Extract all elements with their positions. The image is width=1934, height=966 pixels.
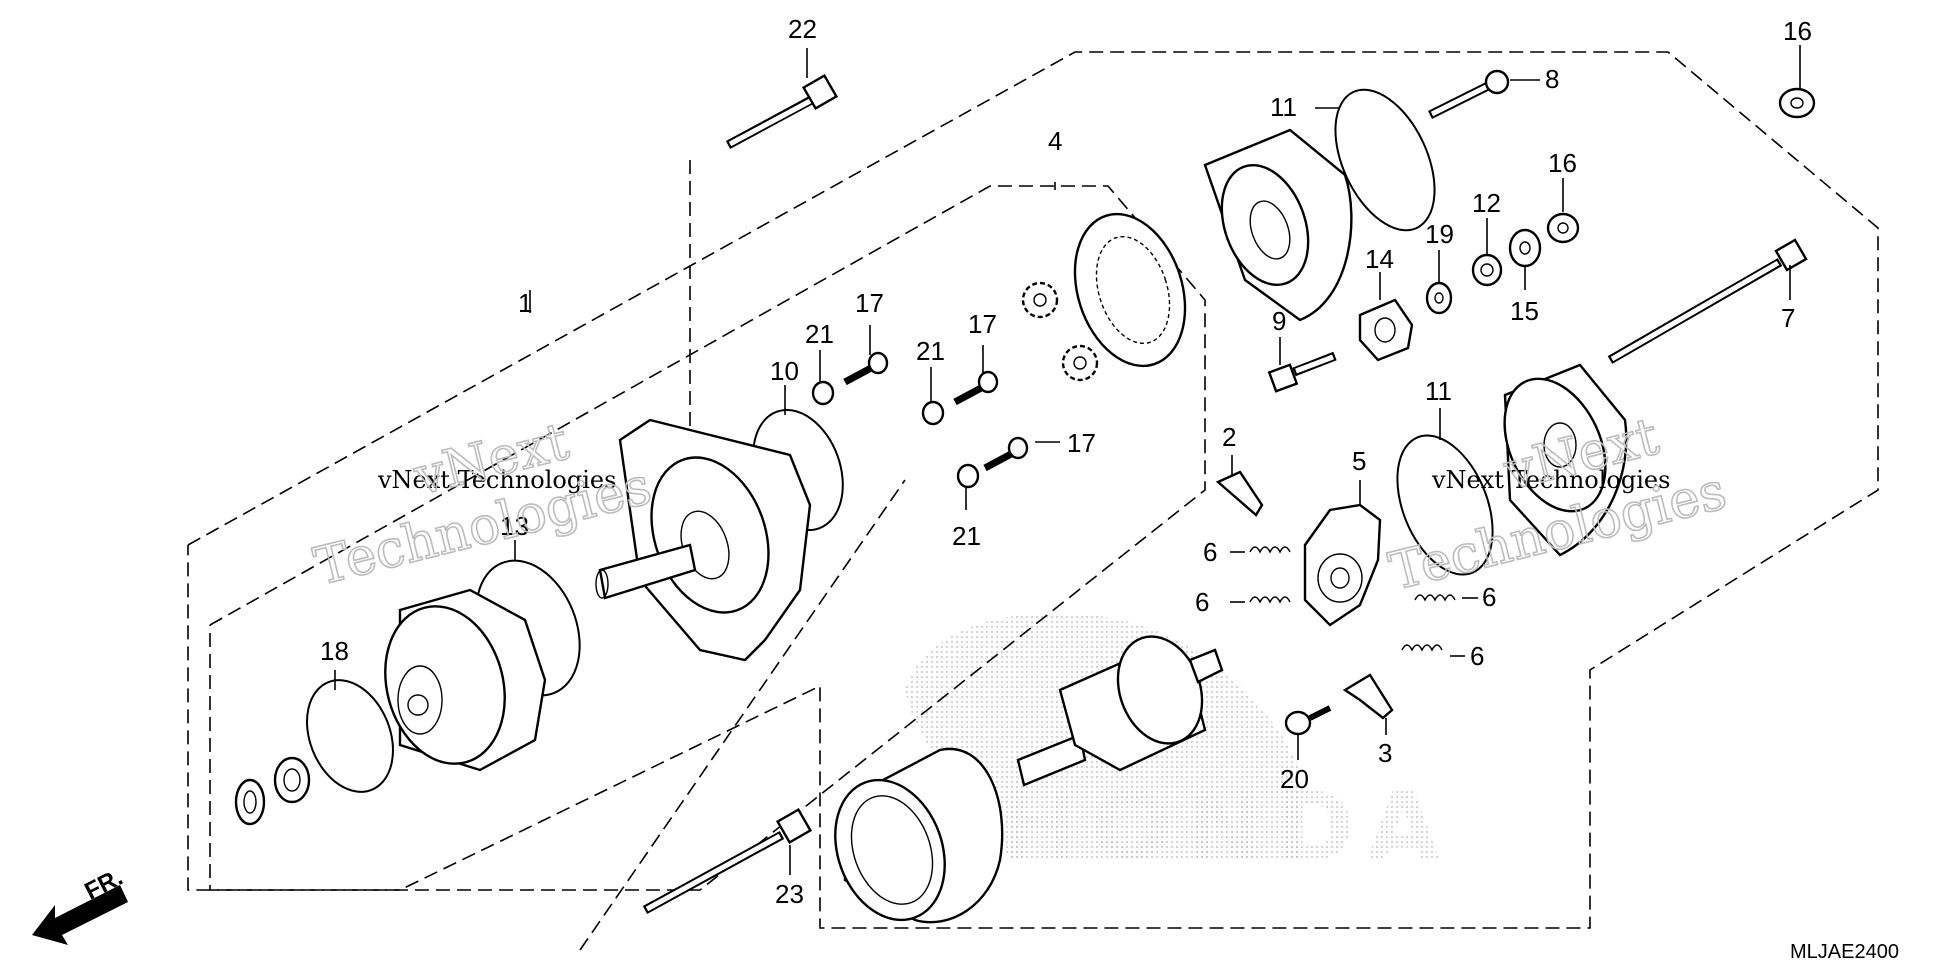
callout-21c: 21 <box>952 521 981 551</box>
callout-16a: 16 <box>1783 16 1812 46</box>
diagram-code: MLJAE2400 <box>1790 941 1899 963</box>
o-ring-18 <box>306 679 394 793</box>
callout-16b: 16 <box>1548 148 1577 178</box>
washers-21 <box>811 380 980 489</box>
callout-1: 1 <box>518 288 532 318</box>
snap-ring <box>234 778 266 826</box>
callout-15: 15 <box>1510 296 1539 326</box>
brush-holder-14 <box>1358 298 1414 362</box>
planet-gear-upper <box>1021 281 1059 319</box>
washer-shaft <box>273 756 311 804</box>
callout-17c: 17 <box>1067 428 1096 458</box>
bolt-8 <box>1427 69 1510 120</box>
assembly-outlines <box>187 51 1879 951</box>
leader-lines <box>334 45 1801 875</box>
callout-6c: 6 <box>1482 582 1496 612</box>
rear-cover-top <box>1203 128 1353 322</box>
parts <box>234 69 1816 924</box>
bolt-22 <box>725 73 839 149</box>
washer-19 <box>1425 281 1453 315</box>
springs-6 <box>1249 546 1456 652</box>
callout-8: 8 <box>1545 64 1559 94</box>
screw-20 <box>1284 705 1332 736</box>
callout-11b: 11 <box>1425 376 1452 406</box>
callout-6d: 6 <box>1470 641 1484 671</box>
o-ring-11-bottom <box>1396 434 1494 576</box>
callout-23: 23 <box>775 879 804 909</box>
callout-11a: 11 <box>1270 92 1297 122</box>
callout-labels: 1 2 3 4 5 6 6 6 6 7 8 9 10 11 11 12 13 1… <box>320 14 1812 909</box>
callout-5: 5 <box>1352 446 1366 476</box>
callout-6a: 6 <box>1203 537 1217 567</box>
bolt-23 <box>642 807 813 914</box>
callout-6b: 6 <box>1195 587 1209 617</box>
callout-19: 19 <box>1425 219 1454 249</box>
bolt-9 <box>1267 351 1337 393</box>
watermark-text-left: vNext Technologies <box>377 466 616 494</box>
callout-2: 2 <box>1222 422 1236 452</box>
honda-logo-text: HONDA <box>1000 773 1452 883</box>
callout-20: 20 <box>1280 764 1309 794</box>
callout-17b: 17 <box>968 309 997 339</box>
yoke <box>834 747 1004 924</box>
callout-12: 12 <box>1472 188 1501 218</box>
screws-17 <box>843 351 1029 472</box>
terminal-clip-2 <box>1215 470 1264 517</box>
callout-17a: 17 <box>855 288 884 318</box>
nut-16-mid <box>1546 212 1580 244</box>
watermark-text-right: vNext Technologies <box>1431 466 1670 494</box>
ring-gear <box>1073 212 1187 368</box>
washer-15 <box>1508 228 1542 268</box>
callout-21b: 21 <box>916 336 945 366</box>
callout-10: 10 <box>770 356 799 386</box>
nut-16-top <box>1778 87 1816 119</box>
front-bracket <box>595 418 812 662</box>
bolt-7 <box>1607 238 1808 364</box>
callout-9: 9 <box>1272 306 1286 336</box>
callout-7: 7 <box>1781 303 1795 333</box>
armature <box>1016 635 1224 787</box>
callout-22: 22 <box>788 14 817 44</box>
callout-13: 13 <box>500 511 529 541</box>
brush-holder-5 <box>1303 503 1382 627</box>
callout-18: 18 <box>320 636 349 666</box>
planet-gear-lower <box>1061 344 1099 382</box>
bushing-12 <box>1471 253 1503 287</box>
assembly-divider <box>579 479 906 951</box>
rear-cover-right <box>1503 363 1628 557</box>
terminal-clip-3 <box>1342 673 1394 720</box>
assembly-4-outline <box>209 185 1206 891</box>
callout-14: 14 <box>1365 244 1394 274</box>
callout-21a: 21 <box>805 319 834 349</box>
callout-4: 4 <box>1048 126 1062 156</box>
front-arrow-icon <box>32 885 128 945</box>
reduction-housing <box>384 588 547 772</box>
front-direction-indicator: FR. <box>32 864 128 945</box>
callout-3: 3 <box>1378 738 1392 768</box>
